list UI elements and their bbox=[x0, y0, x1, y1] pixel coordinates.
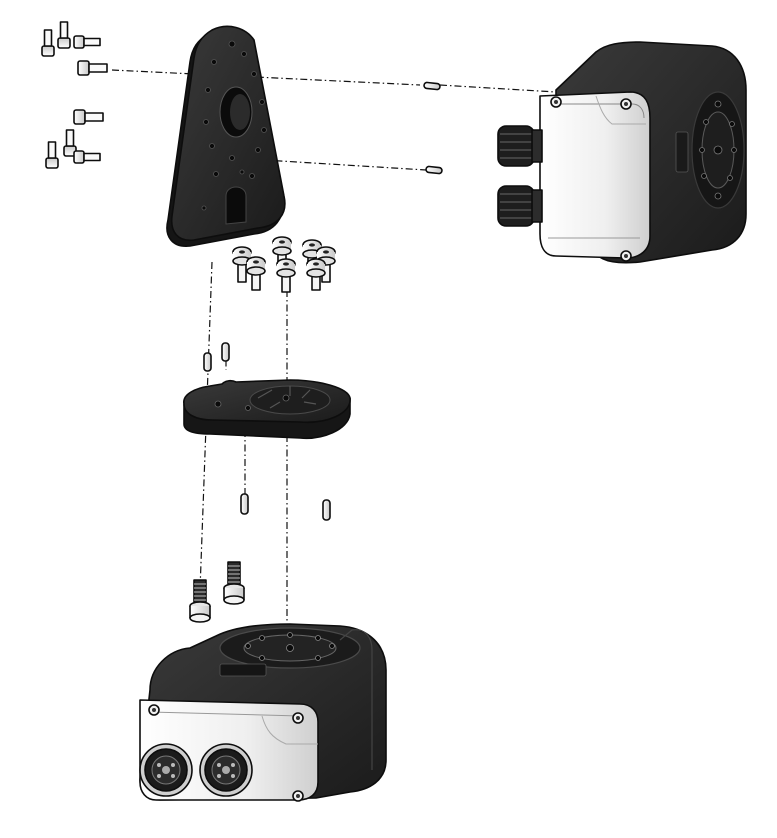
screw-icon bbox=[73, 35, 101, 49]
screw-icon bbox=[620, 250, 632, 262]
connector-icon bbox=[199, 743, 253, 797]
adapter-bracket bbox=[183, 379, 351, 440]
connector-icon bbox=[139, 743, 193, 797]
screw-icon bbox=[550, 96, 562, 108]
triangular-mounting-plate bbox=[166, 25, 286, 247]
screw-icon bbox=[41, 29, 55, 57]
loose-screws-top-left bbox=[41, 21, 108, 169]
screw-icon bbox=[63, 129, 77, 157]
screw-icon bbox=[45, 141, 59, 169]
screw-icon bbox=[148, 704, 160, 716]
sensor-unit-top-right bbox=[497, 41, 747, 264]
screw-icon bbox=[292, 712, 304, 724]
cable-gland-icon bbox=[497, 125, 543, 167]
cap-screw-cluster bbox=[232, 236, 336, 293]
screw-icon bbox=[292, 790, 304, 802]
screw-icon bbox=[73, 150, 101, 164]
cable-gland-icon bbox=[497, 185, 543, 227]
screw-icon bbox=[73, 109, 104, 125]
threaded-screws bbox=[189, 561, 245, 623]
sensor-unit-bottom bbox=[139, 623, 387, 802]
screw-icon bbox=[77, 60, 108, 76]
dowel-pins bbox=[203, 81, 443, 521]
screw-icon bbox=[620, 98, 632, 110]
screw-icon bbox=[57, 21, 71, 49]
